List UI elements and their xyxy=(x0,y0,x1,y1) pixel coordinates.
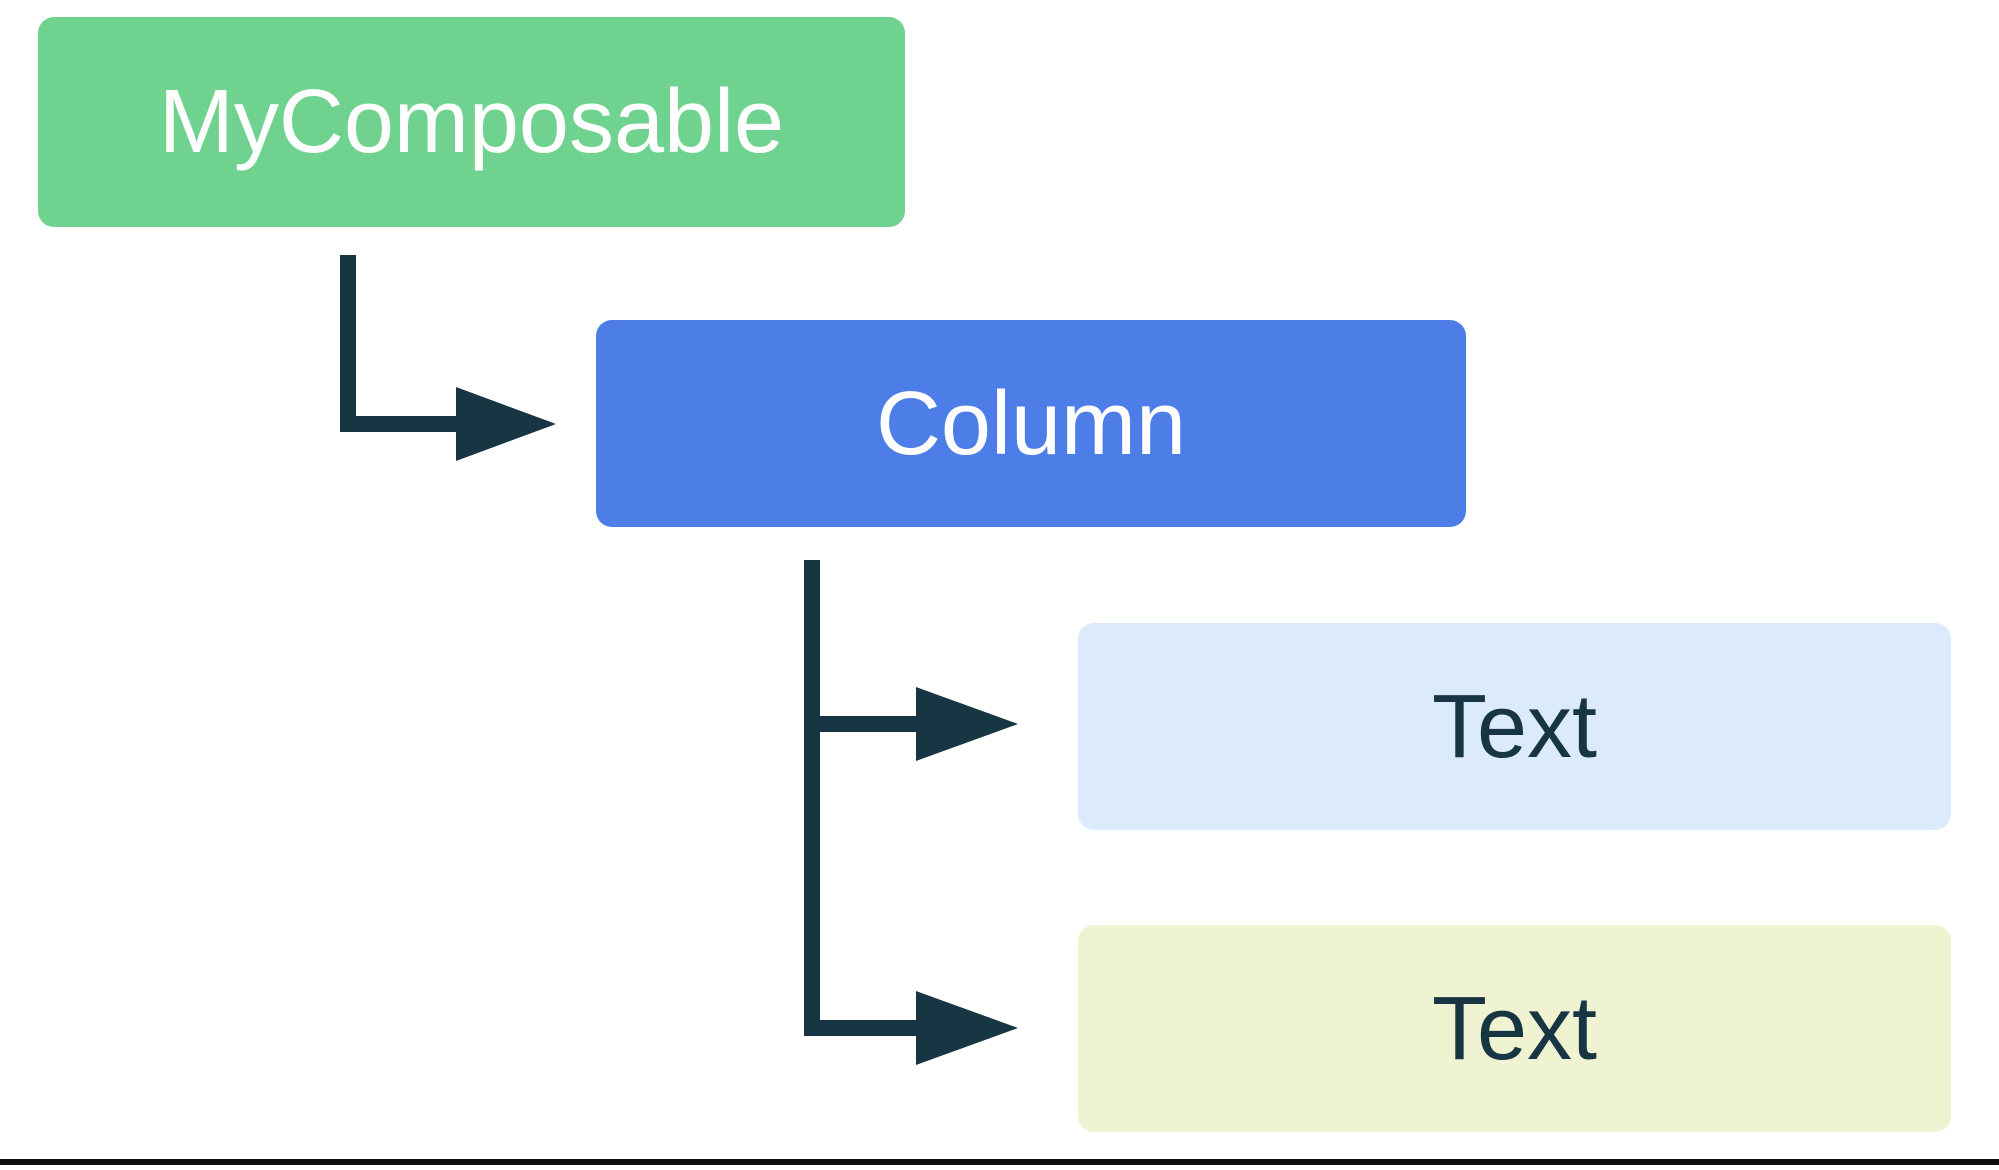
node-mycomposable: MyComposable xyxy=(38,17,905,227)
arrowhead-icon xyxy=(456,387,556,461)
connector-column-to-text-1 xyxy=(804,560,1018,761)
bottom-border-line xyxy=(0,1159,1999,1165)
connector-elbow xyxy=(804,560,918,732)
node-text-2: Text xyxy=(1078,925,1951,1132)
node-text-2-label: Text xyxy=(1431,978,1598,1079)
connector-mycomposable-to-column xyxy=(340,255,556,461)
node-text-1: Text xyxy=(1078,623,1951,830)
arrowhead-icon xyxy=(916,687,1018,761)
node-text-1-label: Text xyxy=(1431,676,1598,777)
node-column-label: Column xyxy=(875,373,1187,474)
connector-column-to-text-2 xyxy=(804,716,1018,1065)
connector-elbow xyxy=(340,255,458,432)
node-column: Column xyxy=(596,320,1466,527)
arrowhead-icon xyxy=(916,991,1018,1065)
node-mycomposable-label: MyComposable xyxy=(158,72,785,172)
connector-elbow xyxy=(804,716,918,1036)
